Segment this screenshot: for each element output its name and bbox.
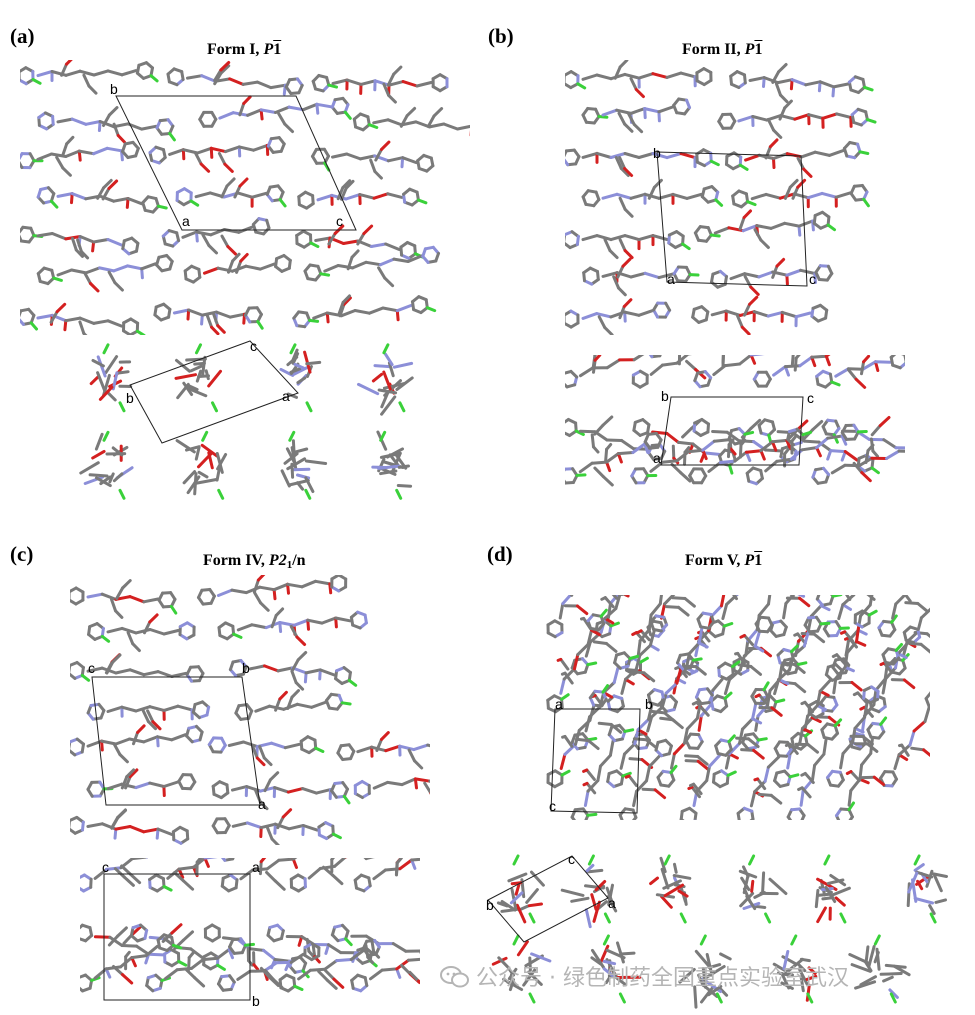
panel-c-axis-a: a xyxy=(258,796,266,812)
panel-b-axis-a2: a xyxy=(653,450,661,466)
panel-d-molecules-bottom xyxy=(491,854,948,1009)
panel-c-title-text: Form IV, xyxy=(203,552,269,569)
panel-c-axis-a2: a xyxy=(252,859,260,875)
watermark: 公众号 · 绿色制药全国重点实验室武汉 xyxy=(440,960,849,992)
panel-d-title: Form V, P1 xyxy=(685,552,762,570)
panel-c-axis-b2: b xyxy=(252,993,260,1008)
panel-d-axis-b: b xyxy=(645,696,653,712)
panel-a-unit-cell-top xyxy=(115,95,357,231)
panel-c-axis-c: c xyxy=(88,660,95,676)
panel-c-unit-cell-top xyxy=(91,676,261,806)
panel-a-unit-cell-bottom xyxy=(129,340,299,444)
panel-d-label: (d) xyxy=(487,542,513,566)
panel-b-molecules-bottom xyxy=(565,355,905,487)
watermark-text: 公众号 · 绿色制药全国重点实验室武汉 xyxy=(476,966,849,991)
panel-a-axis-a2: a xyxy=(282,388,290,404)
panel-c-sg-letter: P xyxy=(268,552,279,569)
panel-b-axis-a: a xyxy=(667,271,675,287)
panel-b-packing-top: b a c xyxy=(565,60,877,335)
panel-c-packing-top: c b a xyxy=(70,575,430,845)
panel-b-axis-c: c xyxy=(809,271,816,287)
panel-a-molecules-top xyxy=(20,60,470,335)
panel-c-title: Form IV, P21/n xyxy=(203,552,306,571)
panel-b-unit-cell-top xyxy=(656,151,808,287)
panel-a-packing-bottom: c b a xyxy=(79,338,414,500)
panel-d-unit-cell-bottom xyxy=(487,855,609,943)
panel-b-title-text: Form II, xyxy=(682,41,745,58)
panel-b-sg-number: 1 xyxy=(754,41,763,58)
panel-a-title: Form I, P1 xyxy=(207,41,281,59)
panel-d-title-text: Form V, xyxy=(685,552,745,569)
panel-a-sg-number: 1 xyxy=(273,41,282,58)
panel-a-sg-letter: P xyxy=(263,41,274,58)
panel-c-sg-subscript: 1 xyxy=(286,559,293,571)
panel-a-title-text: Form I, xyxy=(207,41,264,58)
panel-a-molecules-bottom xyxy=(79,343,414,500)
panel-a-packing-top: b a c xyxy=(20,60,470,335)
panel-d-sg-number: 1 xyxy=(754,552,763,569)
panel-b-axis-b2: b xyxy=(661,388,669,404)
panel-b-axis-b: b xyxy=(653,145,661,161)
panel-c-sg-rest: /n xyxy=(292,552,306,569)
panel-d-packing-top: a b c xyxy=(546,595,930,820)
panel-d-molecules-top xyxy=(546,595,930,820)
panel-b-packing-bottom: b c a xyxy=(565,355,905,487)
panel-c-sg-number: 2 xyxy=(278,552,287,569)
panel-b-sg-letter: P xyxy=(744,41,755,58)
panel-d-axis-b2: b xyxy=(486,897,494,913)
panel-a-axis-c: c xyxy=(336,213,343,229)
panel-d-axis-c: c xyxy=(549,798,556,814)
panel-a-axis-b2: b xyxy=(126,390,134,406)
panel-a-axis-c2: c xyxy=(250,338,257,354)
panel-c-molecules-bottom xyxy=(80,858,420,993)
panel-b-title: Form II, P1 xyxy=(682,41,762,59)
wechat-icon xyxy=(440,966,469,988)
panel-d-axis-a2: a xyxy=(608,895,616,911)
panel-c-axis-c2: c xyxy=(102,859,109,875)
panel-c-molecules-top xyxy=(70,575,430,845)
panel-d-axis-a: a xyxy=(555,696,563,712)
panel-a-axis-a: a xyxy=(182,213,190,229)
panel-a-axis-b: b xyxy=(110,81,118,97)
panel-c-packing-bottom: c a b xyxy=(80,858,420,1008)
panel-c-unit-cell-bottom xyxy=(103,873,251,1001)
panel-d-packing-bottom: c a b xyxy=(486,851,948,1009)
panel-c-axis-b: b xyxy=(242,660,250,676)
panel-c-label: (c) xyxy=(10,542,34,566)
panel-b-axis-c2: c xyxy=(807,390,814,406)
panel-d-axis-c2: c xyxy=(568,851,575,867)
panel-d-unit-cell-top xyxy=(550,708,641,814)
panel-a-label: (a) xyxy=(10,24,35,48)
panel-b-label: (b) xyxy=(488,24,514,48)
panel-d-sg-letter: P xyxy=(744,552,755,569)
panel-b-molecules-top xyxy=(565,60,877,335)
panel-b-unit-cell-bottom xyxy=(660,396,804,466)
